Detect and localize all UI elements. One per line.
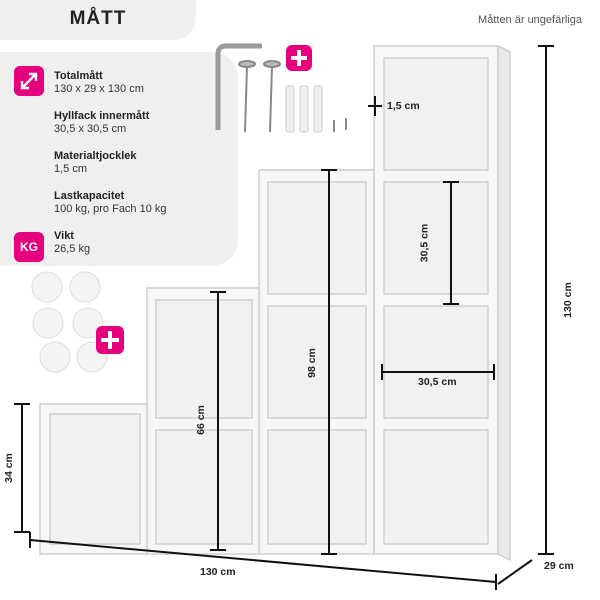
spec-total-dimensions: Totalmått 130 x 29 x 130 cm: [54, 70, 144, 96]
spec-weight: Vikt 26,5 kg: [54, 230, 90, 256]
spec-label: Materialtjocklek: [54, 150, 137, 162]
inner-height-label: 30,5 cm: [418, 223, 431, 263]
arrows-diagonal-icon: [14, 66, 44, 96]
spec-value: 130 x 29 x 130 cm: [54, 83, 144, 95]
kg-weight-icon: KG: [14, 232, 44, 262]
dimension-lines: [14, 45, 554, 590]
spec-label: Vikt: [54, 230, 74, 242]
spec-load-capacity: Lastkapacitet 100 kg, pro Fach 10 kg: [54, 190, 167, 216]
spec-material-thickness: Materialtjocklek 1,5 cm: [54, 150, 137, 176]
spec-value: 26,5 kg: [54, 243, 91, 255]
depth-label: 29 cm: [544, 560, 574, 572]
spec-value: 30,5 x 30,5 cm: [54, 123, 127, 135]
screws-icon: [238, 60, 347, 133]
spec-value: 100 kg, pro Fach 10 kg: [54, 203, 167, 215]
approximate-note: Måtten är ungefärliga: [478, 14, 582, 26]
height-98-label: 98 cm: [305, 348, 318, 378]
kg-label: KG: [20, 240, 38, 254]
thickness-label: 1,5 cm: [387, 100, 420, 112]
height-34-label: 34 cm: [2, 453, 15, 483]
wall-plugs-icon: [285, 85, 323, 133]
page-title: MÅTT: [69, 8, 127, 29]
plus-icon: [96, 326, 124, 354]
spec-label: Totalmått: [54, 70, 103, 82]
felt-pads-icon: [31, 271, 108, 373]
allen-key-icon: [215, 43, 262, 130]
spec-value: 1,5 cm: [54, 163, 88, 175]
spec-label: Lastkapacitet: [54, 190, 125, 202]
title-tab: [0, 0, 196, 40]
total-height-label: 130 cm: [561, 282, 574, 318]
height-66-label: 66 cm: [194, 405, 207, 435]
inner-width-label: 30,5 cm: [418, 376, 457, 388]
staircase-shelf: [39, 44, 511, 562]
plus-icon: [286, 45, 312, 71]
total-width-label: 130 cm: [200, 566, 236, 578]
spec-inner-dimensions: Hyllfack innermått 30,5 x 30,5 cm: [54, 110, 149, 136]
spec-label: Hyllfack innermått: [54, 110, 150, 122]
